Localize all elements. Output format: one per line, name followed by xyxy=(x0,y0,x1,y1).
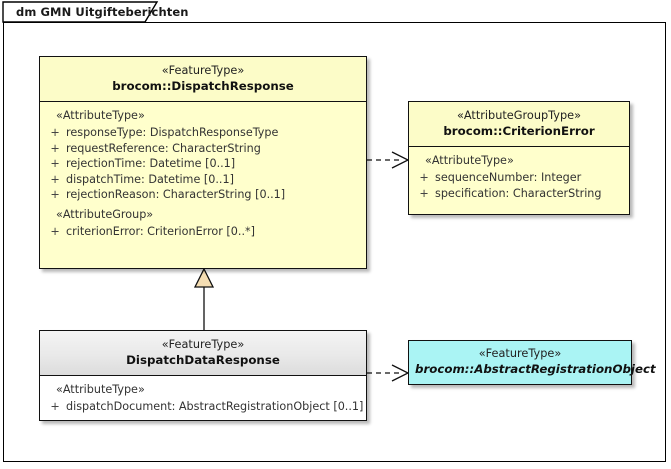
attribute-text: dispatchTime: Datetime [0..1] xyxy=(66,172,234,186)
attribute-row: + sequenceNumber: Integer xyxy=(413,170,625,186)
class-header-dispatch-data-response: «FeatureType» DispatchDataResponse xyxy=(40,331,366,376)
class-body-dispatch-data-response: «AttributeType» + dispatchDocument: Abst… xyxy=(40,376,366,420)
attribute-text: specification: CharacterString xyxy=(435,186,602,200)
class-box-abstract-registration-object[interactable]: «FeatureType» brocom::AbstractRegistrati… xyxy=(408,340,656,385)
attribute-row: + dispatchTime: Datetime [0..1] xyxy=(44,172,362,188)
attribute-text: rejectionTime: Datetime [0..1] xyxy=(66,157,236,170)
class-body-criterion-error: «AttributeType» + sequenceNumber: Intege… xyxy=(409,147,629,206)
class-box-dispatch-response[interactable]: «FeatureType» brocom::DispatchResponse «… xyxy=(39,56,367,269)
attribute-row: + specification: CharacterString xyxy=(413,186,625,202)
class-header-abstract-registration-object: «FeatureType» brocom::AbstractRegistrati… xyxy=(409,341,656,384)
attribute-row: + requestReference: CharacterString xyxy=(44,141,362,157)
class-name: DispatchDataResponse xyxy=(126,353,280,367)
attribute-text: sequenceNumber: Integer xyxy=(435,171,582,184)
attribute-text: dispatchDocument: AbstractRegistrationOb… xyxy=(66,400,364,413)
attribute-visibility: + xyxy=(50,172,60,186)
attribute-visibility: + xyxy=(50,157,60,170)
attribute-visibility: + xyxy=(50,224,60,238)
class-header-dispatch-response: «FeatureType» brocom::DispatchResponse xyxy=(40,57,366,102)
attribute-group-label: «AttributeType» xyxy=(56,109,145,122)
attribute-text: criterionError: CriterionError [0..*] xyxy=(66,224,255,238)
attribute-visibility: + xyxy=(50,126,60,139)
attribute-visibility: + xyxy=(50,188,60,201)
attribute-row: + dispatchDocument: AbstractRegistration… xyxy=(44,399,364,415)
attribute-group-label: «AttributeType» xyxy=(425,154,514,167)
attribute-row: + rejectionReason: CharacterString [0..1… xyxy=(44,187,362,203)
attribute-visibility: + xyxy=(419,186,429,200)
class-header-criterion-error: «AttributeGroupType» brocom::CriterionEr… xyxy=(409,102,629,147)
class-box-criterion-error[interactable]: «AttributeGroupType» brocom::CriterionEr… xyxy=(408,101,630,215)
attribute-group-label: «AttributeGroup» xyxy=(56,207,154,221)
diagram-title-tab xyxy=(2,1,159,23)
attribute-row: + rejectionTime: Datetime [0..1] xyxy=(44,156,362,172)
diagram-title: dm GMN Uitgifteberichten xyxy=(16,5,189,19)
class-stereotype: «FeatureType» xyxy=(161,64,245,77)
attribute-text: requestReference: CharacterString xyxy=(66,141,261,155)
attribute-visibility: + xyxy=(419,171,429,184)
class-body-dispatch-response: «AttributeType» + responseType: Dispatch… xyxy=(40,102,366,244)
class-name: brocom::DispatchResponse xyxy=(112,79,294,93)
attribute-visibility: + xyxy=(50,400,60,413)
class-box-dispatch-data-response[interactable]: «FeatureType» DispatchDataResponse «Attr… xyxy=(39,330,367,421)
class-name: brocom::CriterionError xyxy=(443,124,595,138)
class-stereotype: «FeatureType» xyxy=(161,338,245,351)
attribute-row: + responseType: DispatchResponseType xyxy=(44,125,362,141)
attribute-visibility: + xyxy=(50,141,60,155)
attribute-row: + criterionError: CriterionError [0..*] xyxy=(44,224,362,240)
class-name: brocom::AbstractRegistrationObject xyxy=(415,362,656,376)
class-stereotype: «FeatureType» xyxy=(478,347,562,360)
attribute-text: rejectionReason: CharacterString [0..1] xyxy=(66,188,286,201)
attribute-text: responseType: DispatchResponseType xyxy=(66,126,279,139)
attribute-group-label: «AttributeType» xyxy=(56,383,145,396)
class-stereotype: «AttributeGroupType» xyxy=(456,109,582,122)
